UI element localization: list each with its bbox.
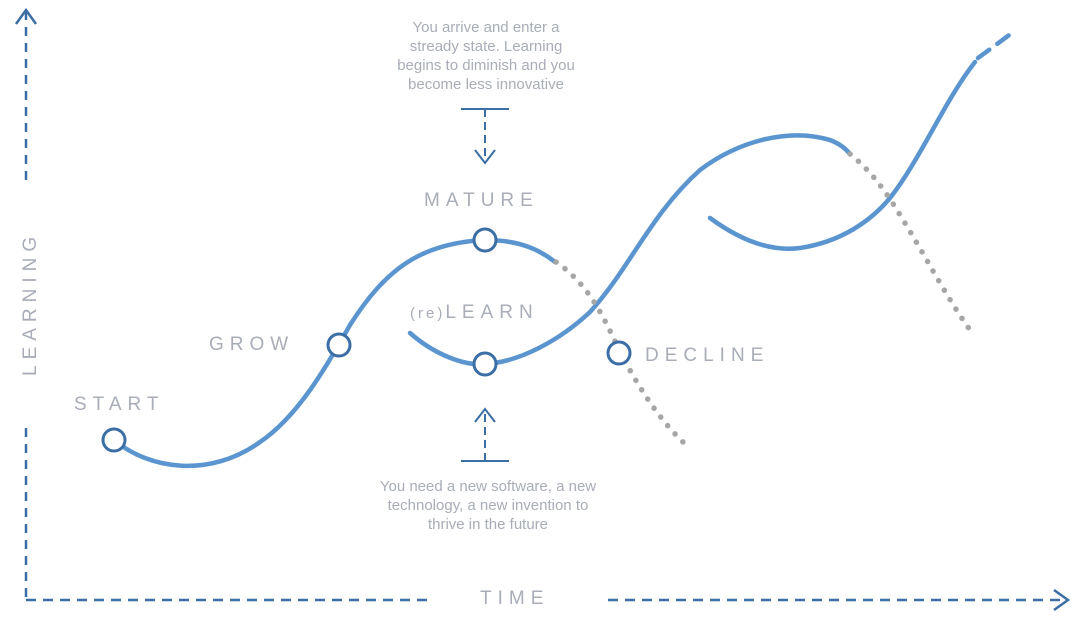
bottom-note: You need a new software, a new technolog…: [380, 478, 596, 533]
bottom-note-line-1: You need a new software, a new: [380, 478, 596, 495]
relearn-circle: [472, 351, 498, 377]
top-note-line-4: become less innovative: [408, 76, 564, 93]
top-note: You arrive and enter a stready state. Le…: [397, 19, 575, 93]
x-axis: [26, 588, 1071, 612]
relearn-word: LEARN: [445, 302, 538, 323]
x-axis-arrow-icon: [1053, 588, 1071, 612]
bottom-note-line-3: thrive in the future: [428, 516, 548, 533]
decline-label: DECLINE: [645, 345, 769, 366]
top-note-line-1: You arrive and enter a: [412, 19, 560, 36]
y-axis: [14, 7, 38, 600]
curve-second-relearn: [707, 59, 978, 251]
decline-dotted-path-2: [847, 151, 973, 333]
y-axis-label: LEARNING: [20, 231, 41, 376]
top-note-line-2: stready state. Learning: [410, 38, 563, 55]
grow-label: GROW: [209, 334, 294, 355]
mature-label: MATURE: [424, 190, 539, 211]
start-label: START: [74, 394, 165, 415]
top-pointer-arrow-icon: [461, 108, 509, 165]
grow-circle: [326, 332, 352, 358]
top-note-line-3: begins to diminish and you: [397, 57, 575, 74]
x-axis-label: TIME: [480, 588, 549, 609]
mature-circle: [472, 227, 498, 253]
curve-future-dashes: [975, 27, 1019, 61]
y-axis-arrow-icon: [14, 7, 38, 25]
relearn-label: (re)LEARN: [410, 302, 539, 323]
bottom-note-line-2: technology, a new invention to: [388, 497, 589, 514]
bottom-pointer-arrow-icon: [461, 407, 509, 462]
start-circle: [101, 427, 127, 453]
decline-circle: [606, 340, 632, 366]
relearn-prefix: (re): [410, 305, 445, 322]
